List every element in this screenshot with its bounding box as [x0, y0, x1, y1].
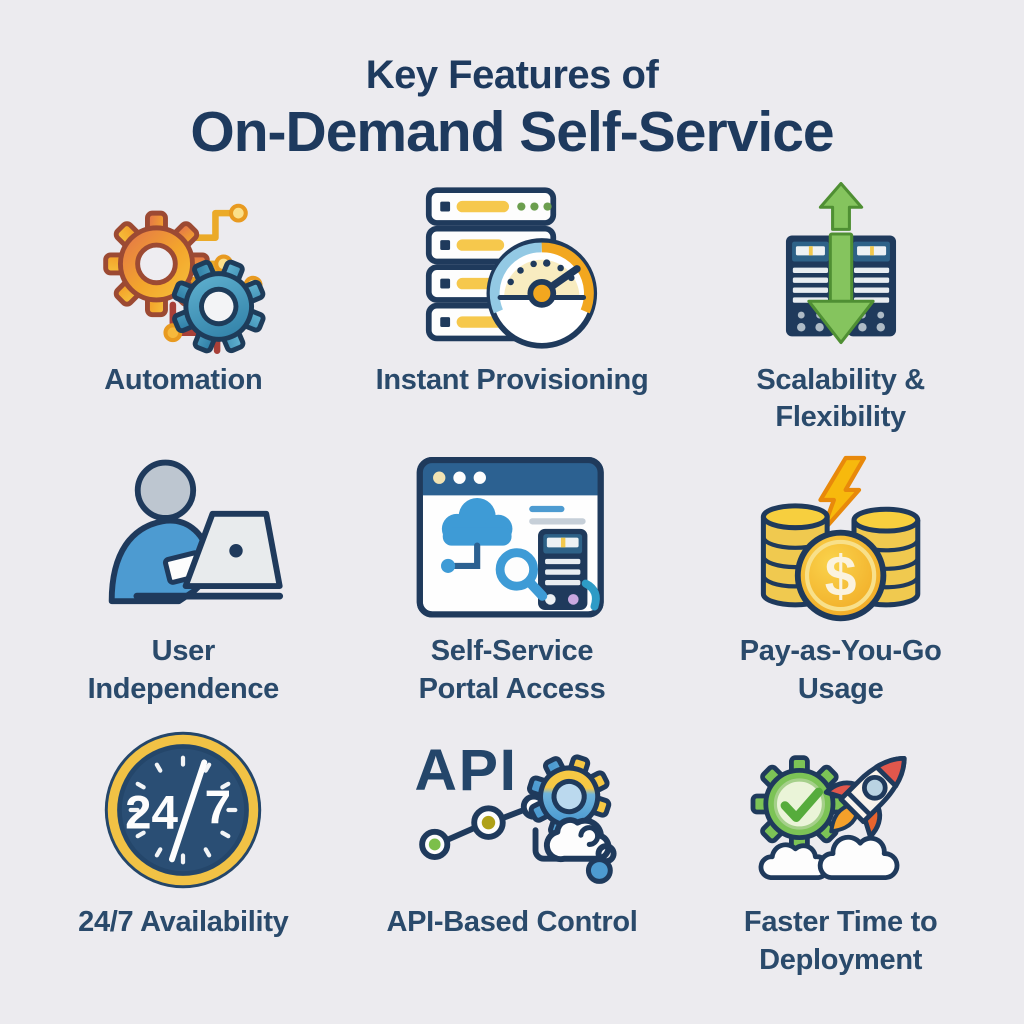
api-gear-cloud-icon: API — [415, 738, 617, 885]
features-grid: Automation — [22, 181, 1002, 980]
gears-circuit-icon — [103, 203, 266, 354]
server-gauge-icon — [426, 186, 598, 349]
rocket-gear-check-icon — [750, 755, 907, 881]
feature-card-deployment: Faster Time to Deployment — [679, 724, 1002, 979]
servers-up-down-arrows-icon — [785, 181, 896, 344]
feature-label: Scalability & Flexibility — [756, 363, 925, 434]
feature-label: Faster Time to Deployment — [743, 906, 938, 976]
feature-card-scalability: Scalability & Flexibility — [679, 181, 1002, 437]
feature-label: 24/7 Availability — [78, 906, 289, 939]
feature-label: API-Based Control — [386, 906, 638, 939]
clock-24-text: 24 — [125, 787, 178, 840]
feature-card-automation: Automation — [22, 182, 345, 437]
feature-label: Instant Provisioning — [375, 363, 649, 396]
feature-card-portal-access: Self-Service Portal Access — [351, 453, 674, 708]
clock-24-7-icon: 24 7 — [105, 732, 262, 889]
feature-card-api-control: API — [351, 724, 674, 979]
feature-label: Automation — [104, 363, 263, 396]
feature-card-instant-provisioning: Instant Provisioning — [351, 182, 674, 437]
feature-card-user-independence: User Independence — [22, 453, 345, 708]
feature-label: User Independence — [87, 634, 280, 705]
browser-cloud-server-icon — [416, 456, 604, 618]
feature-card-availability: 24 7 24/7 Availability — [22, 724, 345, 979]
page-title: Key Features of On-Demand Self-Service — [0, 0, 1024, 166]
person-laptop-icon — [108, 459, 283, 605]
feature-card-pay-as-you-go: $ Pay-as-You-Go Usage — [679, 453, 1002, 708]
api-text: API — [415, 738, 518, 803]
clock-7-text: 7 — [205, 782, 231, 835]
feature-label: Self-Service Portal Access — [418, 634, 606, 705]
feature-label: Pay-as-You-Go Usage — [739, 634, 942, 705]
dollar-sign: $ — [824, 545, 856, 609]
title-line-2: On-Demand Self-Service — [190, 100, 834, 164]
coins-dollar-lightning-icon: $ — [760, 455, 920, 622]
title-line-1: Key Features of — [365, 53, 659, 97]
